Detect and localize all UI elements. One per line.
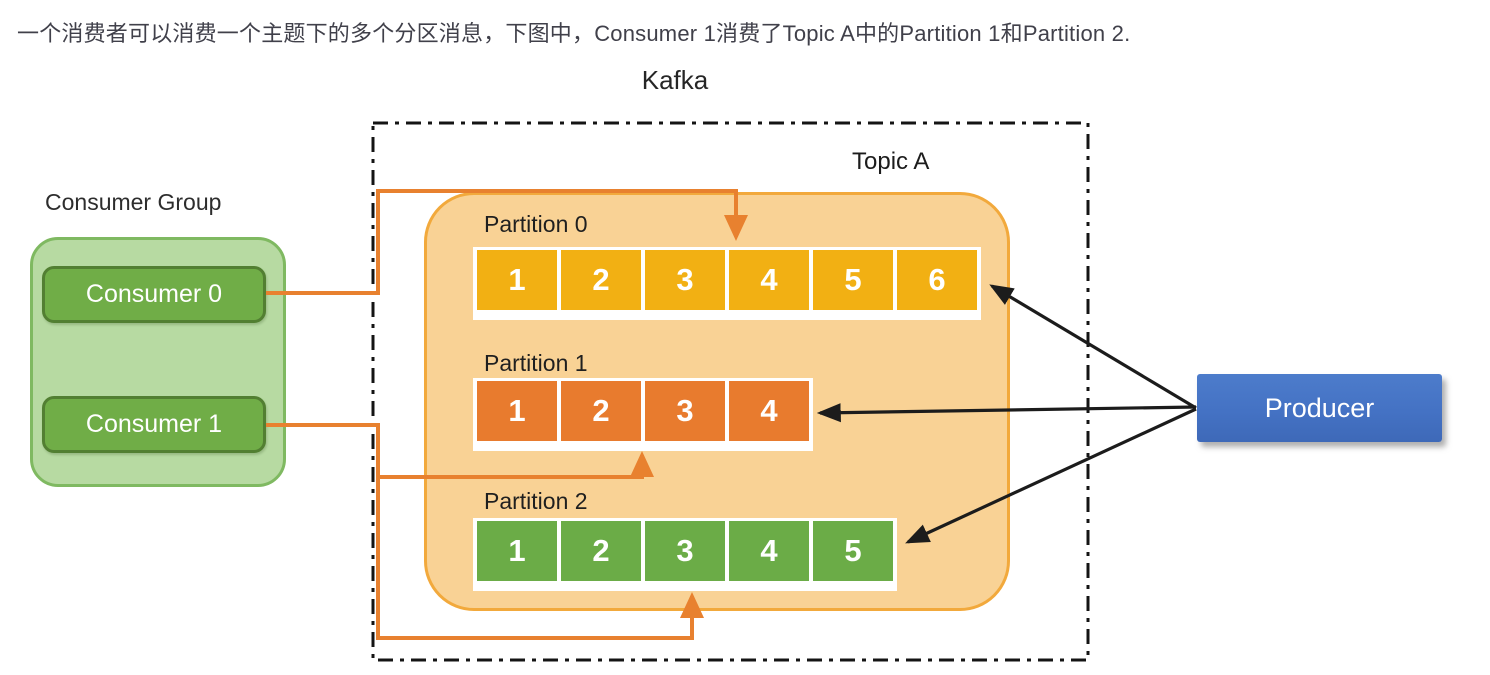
- producer-label: Producer: [1264, 392, 1375, 423]
- partition-1-label: Partition 1: [484, 350, 588, 376]
- producer-box: Producer: [1197, 374, 1442, 442]
- partition-1-cell: 2: [561, 381, 641, 441]
- partition-1-row: 1 2 3 4: [473, 378, 813, 451]
- partition-2-cell: 3: [645, 521, 725, 581]
- partition-2-row: 1 2 3 4 5: [473, 518, 897, 591]
- partition-0-cell: 1: [477, 250, 557, 310]
- kafka-title: Kafka: [641, 65, 709, 95]
- consumer-1-box: Consumer 1: [42, 396, 266, 453]
- partition-0-cell: 5: [813, 250, 893, 310]
- partition-2-cell: 2: [561, 521, 641, 581]
- partition-0-cell: 3: [645, 250, 725, 310]
- partition-2-cell: 5: [813, 521, 893, 581]
- consumer-1-label: Consumer 1: [85, 410, 223, 438]
- partition-2-cell: 1: [477, 521, 557, 581]
- partition-1-cell: 3: [645, 381, 725, 441]
- consumer-0-label: Consumer 0: [85, 280, 223, 308]
- partition-0-label: Partition 0: [484, 211, 588, 237]
- producer-to-partition0-arrow: [989, 284, 1197, 410]
- topic-a-label: Topic A: [852, 148, 930, 175]
- partition-0-cell: 4: [729, 250, 809, 310]
- partition-1-cell: 1: [477, 381, 557, 441]
- partition-1-cell: 4: [729, 381, 809, 441]
- partition-2-label: Partition 2: [484, 488, 588, 514]
- partition-0-cell: 2: [561, 250, 641, 310]
- partition-0-row: 1 2 3 4 5 6: [473, 247, 981, 320]
- caption-text: 一个消费者可以消费一个主题下的多个分区消息，下图中，Consumer 1消费了T…: [17, 21, 1131, 46]
- consumer-0-box: Consumer 0: [42, 266, 266, 323]
- partition-0-cell: 6: [897, 250, 977, 310]
- partition-2-cell: 4: [729, 521, 809, 581]
- consumer-group-label: Consumer Group: [45, 189, 222, 215]
